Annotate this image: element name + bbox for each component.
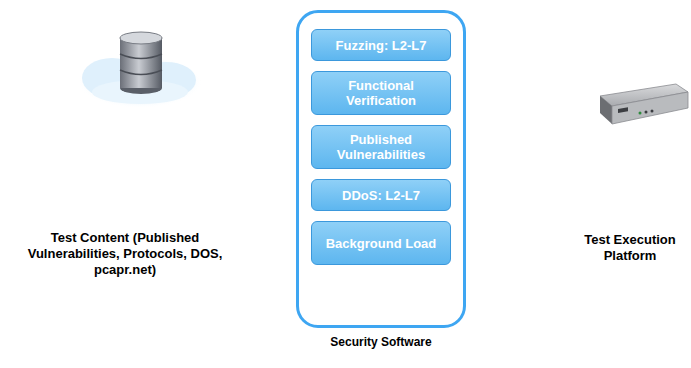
module-box: Functional Verification bbox=[311, 71, 451, 115]
module-box: Background Load bbox=[311, 221, 451, 265]
module-label: Fuzzing: L2-L7 bbox=[330, 38, 433, 53]
icon-caption: Test Execution Platform bbox=[574, 232, 686, 264]
icon-caption: Test Content (Published Vulnerabilities,… bbox=[10, 230, 240, 278]
module-label: DDoS: L2-L7 bbox=[336, 188, 426, 203]
module-box: DDoS: L2-L7 bbox=[311, 179, 451, 211]
appliance-icon bbox=[600, 84, 688, 124]
module-label: Background Load bbox=[320, 236, 443, 251]
software-container: Security SoftwareFuzzing: L2-L7Functiona… bbox=[296, 10, 466, 328]
database-icon bbox=[120, 32, 162, 94]
module-box: Fuzzing: L2-L7 bbox=[311, 29, 451, 61]
module-label: Functional Verification bbox=[312, 78, 450, 108]
module-box: Published Vulnerabilities bbox=[311, 125, 451, 169]
module-label: Published Vulnerabilities bbox=[312, 132, 450, 162]
container-heading: Security Software bbox=[279, 335, 483, 349]
